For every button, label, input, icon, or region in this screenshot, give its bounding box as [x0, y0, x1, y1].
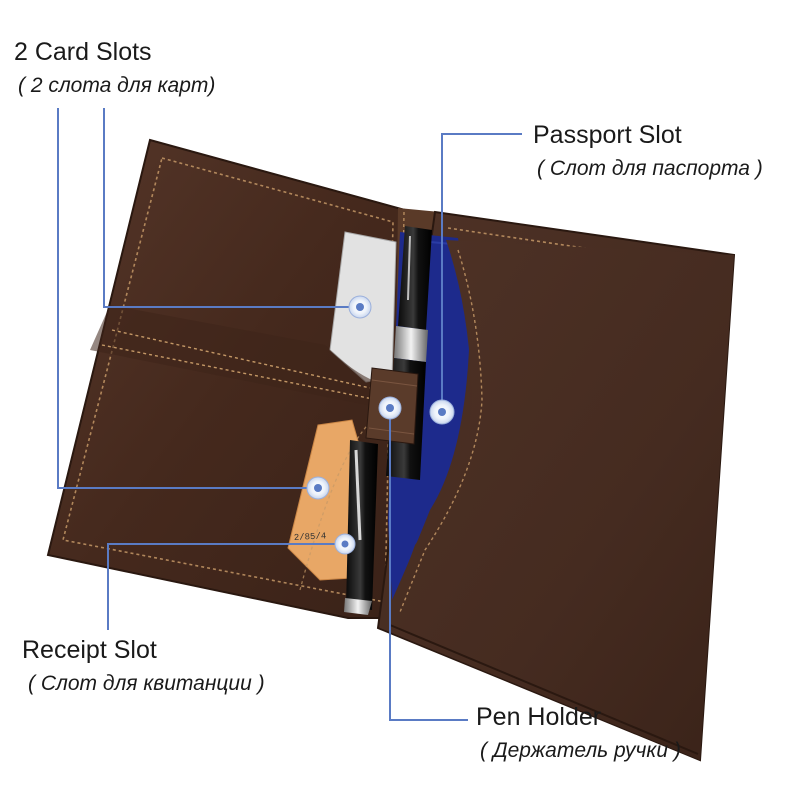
label-pen-holder: Pen Holder ( Держатель ручки ) [476, 703, 681, 762]
label-receipt-slot: Receipt Slot ( Слот для квитанции ) [22, 636, 265, 695]
label-receipt-slot-en: Receipt Slot [22, 636, 157, 664]
label-card-slots-ru: ( 2 слота для карт) [18, 74, 216, 97]
pen-lower [344, 440, 378, 615]
label-receipt-slot-ru: ( Слот для квитанции ) [28, 672, 265, 695]
label-passport-slot-ru: ( Слот для паспорта ) [537, 157, 763, 180]
label-card-slots: 2 Card Slots ( 2 слота для карт) [14, 38, 216, 97]
passport-pocket [380, 240, 734, 760]
label-passport-slot: Passport Slot ( Слот для паспорта ) [533, 121, 763, 180]
label-pen-holder-ru: ( Держатель ручки ) [480, 739, 681, 762]
callout-markers [306, 295, 455, 555]
label-passport-slot-en: Passport Slot [533, 121, 682, 149]
card-slot-pocket [90, 305, 392, 410]
lower-pocket-stitch [299, 407, 393, 591]
label-card-slots-en: 2 Card Slots [14, 38, 152, 66]
label-pen-holder-en: Pen Holder [476, 703, 602, 731]
card-stamp-text: 2/85/4 [294, 531, 327, 543]
callout-lines [57, 108, 522, 721]
